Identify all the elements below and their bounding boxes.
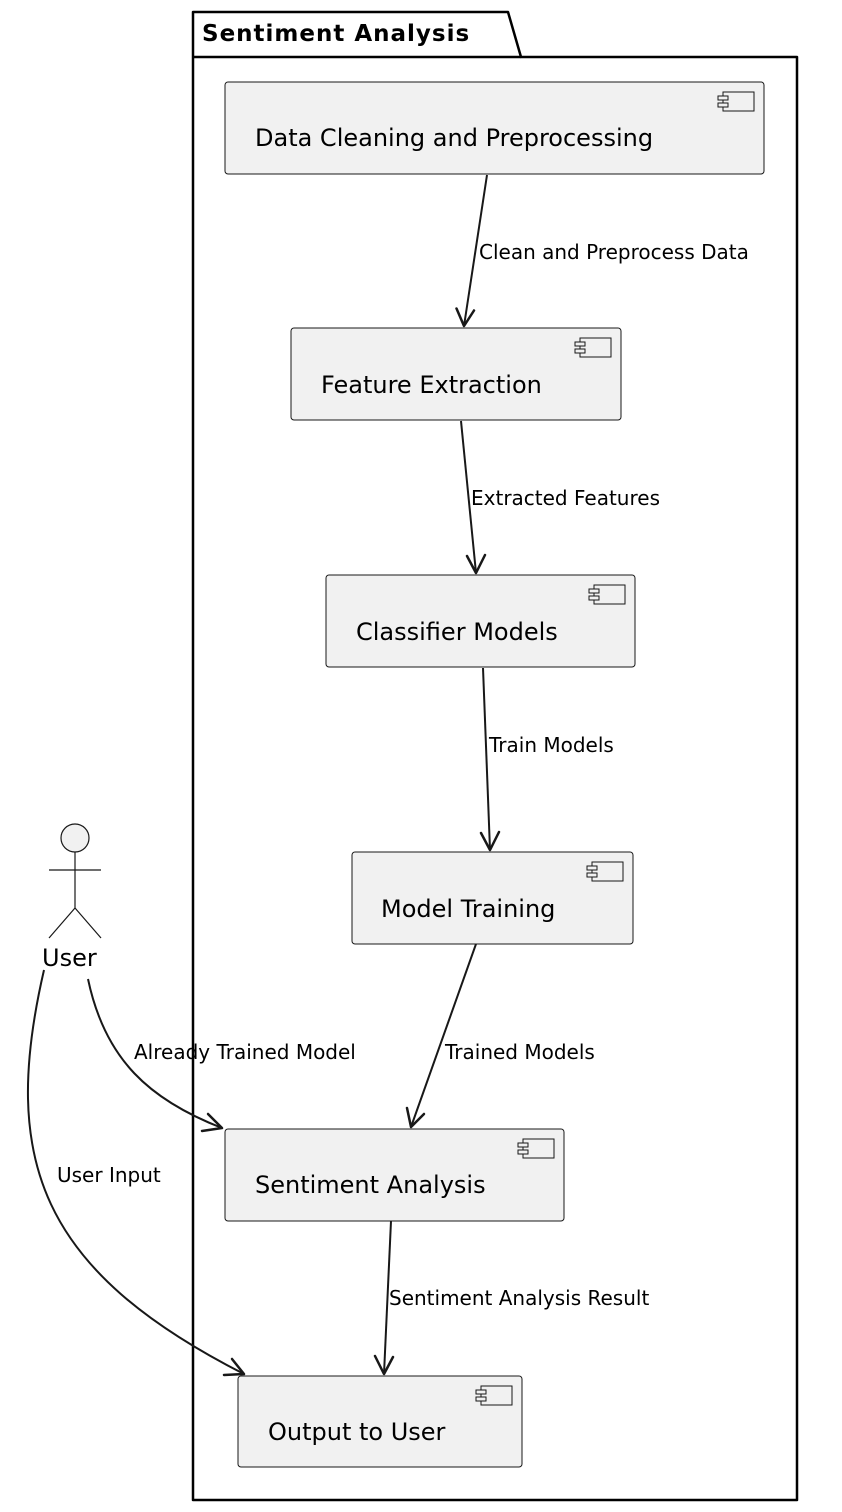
edge-label-sentiment-result: Sentiment Analysis Result: [389, 1286, 649, 1310]
edge-classifier-to-training: [482, 667, 491, 851]
component-icon: [517, 1138, 555, 1159]
edge-label-user-input: User Input: [57, 1163, 161, 1187]
edge-clean-to-feature: [463, 174, 488, 327]
arrowhead-icon: [405, 1106, 426, 1129]
component-icon: [717, 91, 755, 112]
component-icon: [588, 584, 626, 605]
component-box: [224, 1128, 565, 1222]
edge-training-to-sentiment: [410, 943, 477, 1128]
component-label: Output to User: [268, 1418, 446, 1446]
component-label: Model Training: [381, 895, 555, 923]
component-classifier-models[interactable]: Classifier Models: [325, 574, 636, 668]
edge-label-extracted-features: Extracted Features: [471, 486, 660, 510]
edge-user-to-output: [27, 969, 245, 1375]
edge-sentiment-to-output: [383, 1220, 392, 1375]
arrowhead-icon: [222, 1357, 246, 1377]
package-title: Sentiment Analysis: [202, 21, 470, 47]
edge-feature-to-classifier: [460, 420, 477, 574]
component-label: Classifier Models: [356, 618, 558, 646]
component-output-to-user[interactable]: Output to User: [237, 1375, 523, 1468]
component-icon: [586, 861, 624, 882]
edge-label-train-models: Train Models: [488, 733, 614, 757]
arrowhead-icon: [200, 1112, 224, 1133]
edge-label-already-trained: Already Trained Model: [134, 1040, 356, 1064]
arrowhead-icon: [465, 553, 487, 575]
arrowhead-icon: [373, 1354, 395, 1376]
component-icon: [574, 337, 612, 358]
actor-user[interactable]: User: [42, 823, 102, 972]
edge-label-clean-preprocess: Clean and Preprocess Data: [479, 240, 749, 264]
stick-figure-icon: [48, 823, 102, 939]
component-box: [224, 81, 765, 175]
component-sentiment-analysis[interactable]: Sentiment Analysis: [224, 1128, 565, 1222]
component-label: Sentiment Analysis: [255, 1171, 486, 1199]
component-box: [351, 851, 634, 945]
arrowhead-icon: [479, 830, 501, 852]
component-label: Feature Extraction: [321, 371, 542, 399]
component-box: [290, 327, 622, 421]
edge-labels: Clean and Preprocess Data Extracted Feat…: [57, 240, 749, 1310]
edge-label-trained-models: Trained Models: [444, 1040, 595, 1064]
edges: [27, 174, 501, 1377]
actor-label: User: [42, 944, 97, 972]
component-data-cleaning[interactable]: Data Cleaning and Preprocessing: [224, 81, 765, 175]
component-box: [325, 574, 636, 668]
component-feature-extraction[interactable]: Feature Extraction: [290, 327, 622, 421]
component-box: [237, 1375, 523, 1468]
component-icon: [475, 1385, 513, 1406]
component-model-training[interactable]: Model Training: [351, 851, 634, 945]
edge-user-to-sentiment: [87, 978, 223, 1129]
component-label: Data Cleaning and Preprocessing: [255, 124, 653, 152]
arrowhead-icon: [455, 307, 476, 328]
